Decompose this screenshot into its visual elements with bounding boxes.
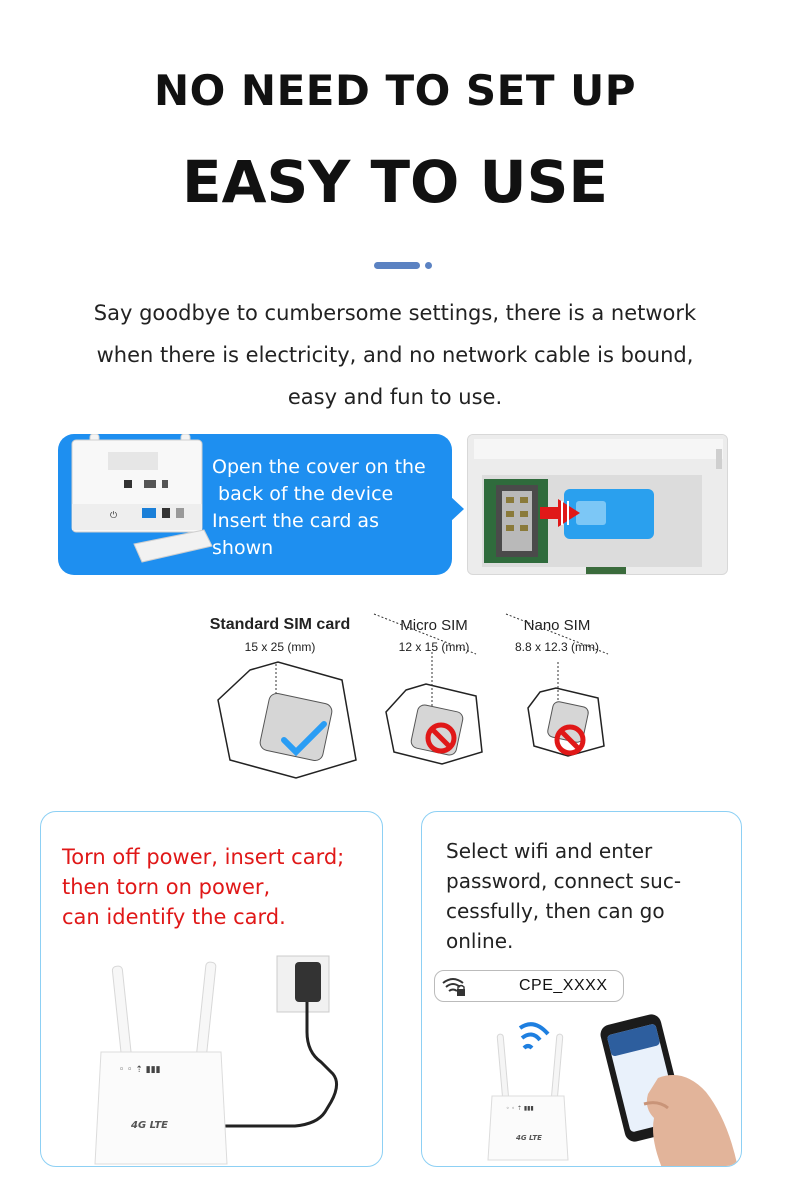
sim-nano-card: [527, 662, 605, 757]
sim-size-diagram: [217, 613, 609, 779]
intro-line: easy and fun to use.: [287, 385, 503, 409]
banner-line: Open the cover on the: [212, 456, 426, 478]
banner-text: Open the cover on the back of the device…: [212, 454, 448, 562]
banner-line: Insert the card as: [212, 510, 379, 532]
step1-line: Torn off power, insert card;: [62, 845, 345, 869]
step2-line: password, connect suc-: [446, 869, 682, 893]
intro-line: Say goodbye to cumbersome settings, ther…: [93, 301, 697, 325]
svg-text:⏻: ⏻: [110, 510, 117, 521]
step2-line: cessfully, then can go: [446, 899, 665, 923]
prohibited-icon: [425, 722, 457, 754]
svg-text:◦ ◦ ⇡ ▮▮▮: ◦ ◦ ⇡ ▮▮▮: [506, 1105, 534, 1112]
sim-standard-size: 15 x 25 (mm): [244, 640, 316, 654]
step-power-card: Torn off power, insert card; then torn o…: [40, 811, 383, 1167]
sim-standard-label: Standard SIM card: [209, 616, 351, 633]
wifi-network-item[interactable]: CPE_XXXX: [434, 970, 624, 1002]
step2-line: online.: [446, 929, 514, 953]
sim-micro-size: 12 x 15 (mm): [398, 640, 470, 654]
intro-line: when there is electricity, and no networ…: [96, 343, 694, 367]
step1-line: then torn on power,: [62, 875, 271, 899]
step2-text: Select wifi and enter password, connect …: [446, 836, 736, 956]
router-power-image: ◦ ◦ ⇡ ▮▮▮ 4G LTE: [94, 955, 338, 1165]
router-phone-image: ◦ ◦ ⇡ ▮▮▮ 4G LTE: [487, 1014, 738, 1166]
step-wifi-card: Select wifi and enter password, connect …: [421, 811, 742, 1167]
heading-line2: EASY TO USE: [181, 148, 609, 216]
banner-line: back of the device: [212, 483, 394, 505]
banner-line: shown: [212, 537, 274, 559]
prohibited-icon: [554, 724, 586, 756]
router-brand-text: 4G LTE: [516, 1134, 542, 1142]
sim-slot-photo: [467, 434, 728, 575]
sim-nano-label: Nano SIM: [523, 617, 591, 634]
wifi-signal-icon: [518, 1022, 550, 1050]
step1-text: Torn off power, insert card; then torn o…: [62, 842, 382, 932]
router-brand-text: 4G LTE: [130, 1120, 168, 1131]
banner-pointer: [450, 496, 464, 522]
step2-line: Select wifi and enter: [446, 839, 653, 863]
heading-line1: NO NEED TO SET UP: [153, 66, 637, 115]
section-divider: [374, 262, 432, 269]
svg-text:◦ ◦ ⇡ ▮▮▮: ◦ ◦ ⇡ ▮▮▮: [119, 1065, 161, 1075]
sim-standard-card: [217, 661, 357, 779]
wifi-lock-icon: [442, 978, 465, 996]
router-back-image: ⏻: [71, 434, 213, 563]
instruction-banner: ⏻ Open the cover on the back of the devi…: [58, 434, 452, 575]
sim-micro-label: Micro SIM: [400, 617, 468, 634]
intro-text: Say goodbye to cumbersome settings, ther…: [30, 292, 760, 418]
wifi-network-name: CPE_XXXX: [519, 977, 608, 994]
step1-line: can identify the card.: [62, 905, 286, 929]
sim-micro-card: [385, 652, 483, 765]
check-icon: [281, 721, 327, 757]
sim-nano-size: 8.8 x 12.3 (mm): [514, 640, 600, 654]
